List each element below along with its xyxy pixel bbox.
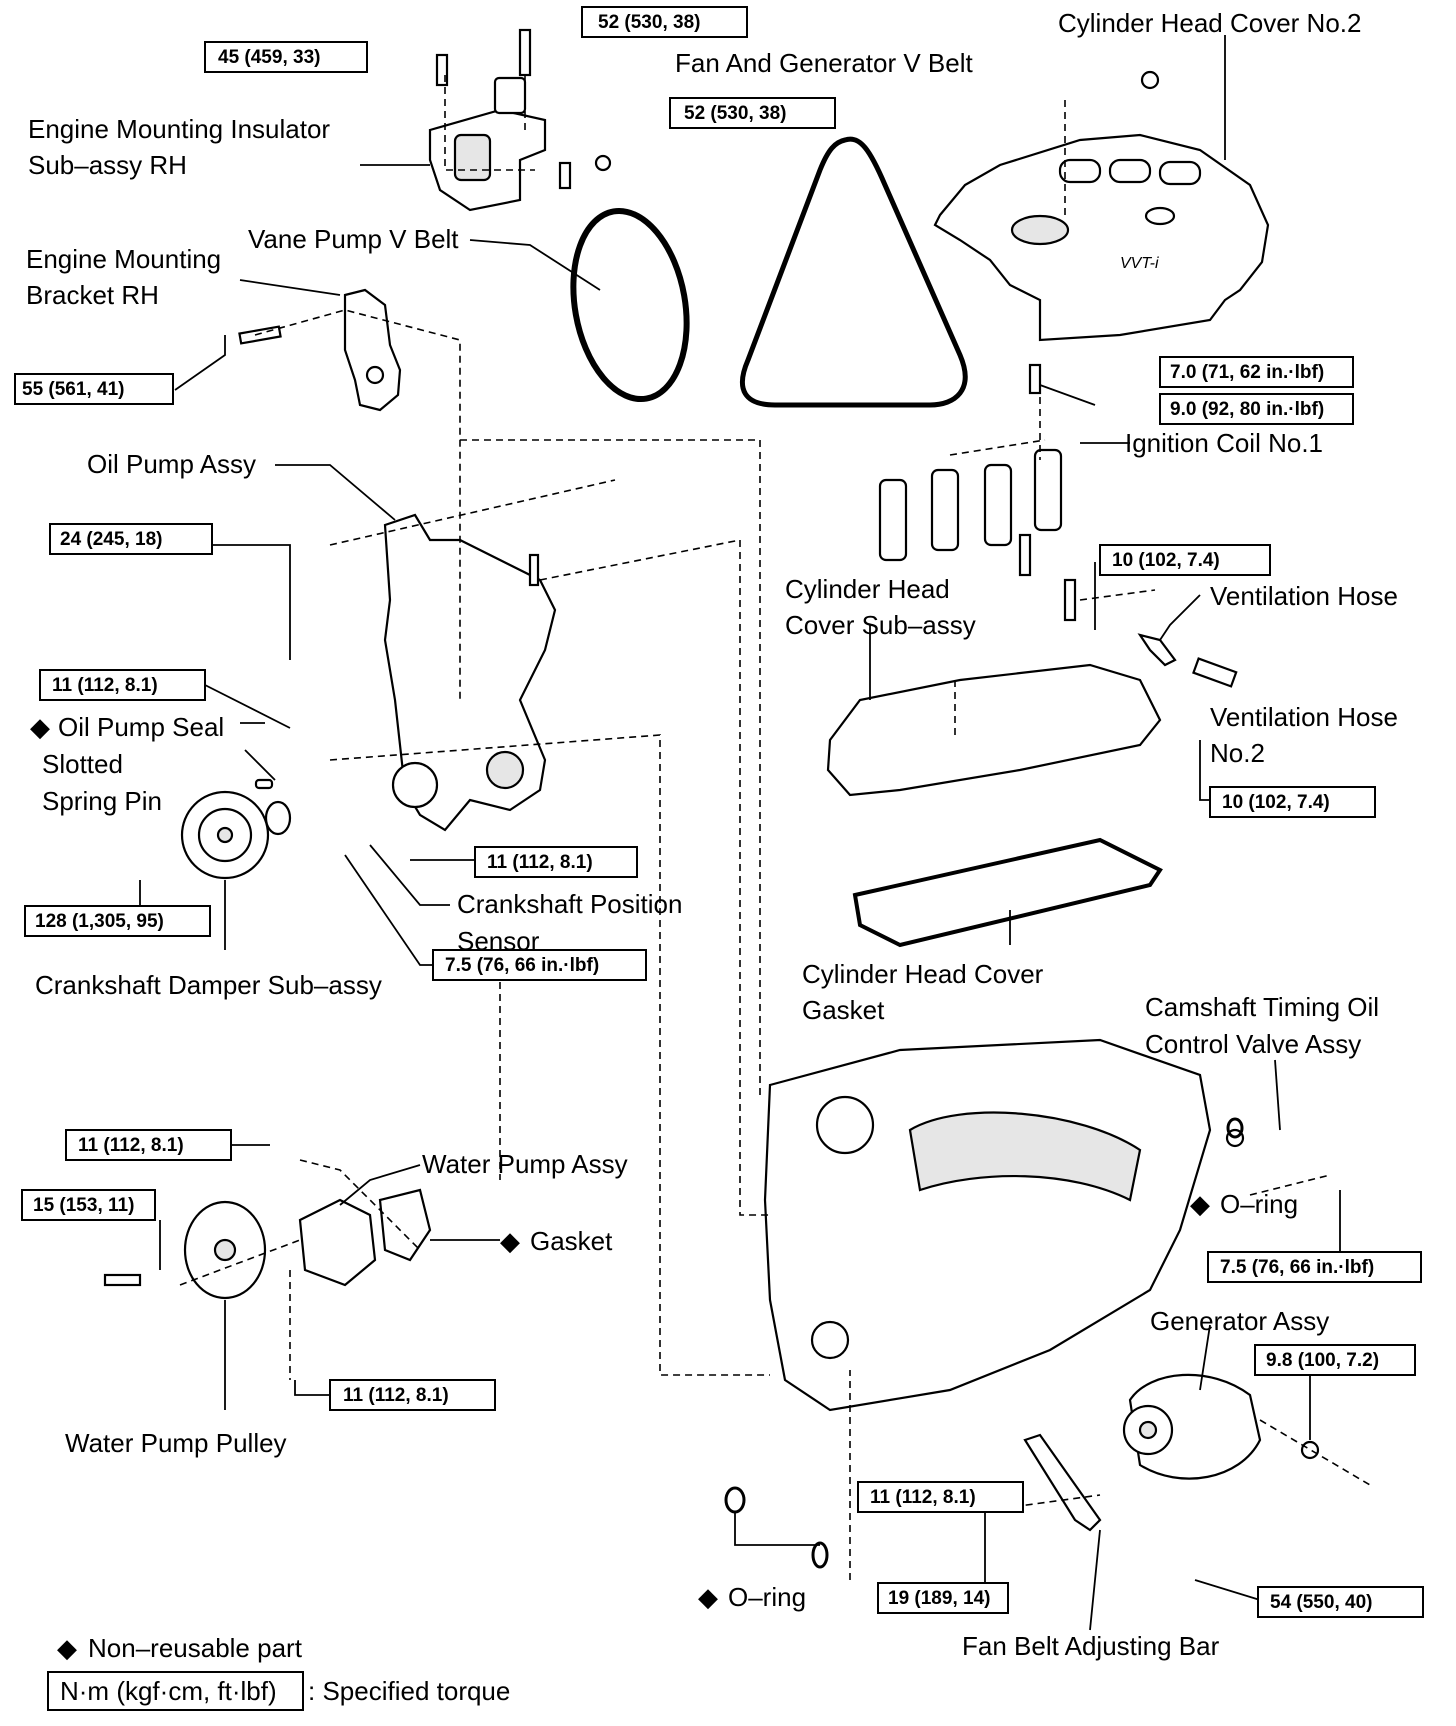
label-cylinder-head-cover-sub-1: Cylinder Head xyxy=(785,574,950,604)
vane-pump-belt-drawing xyxy=(570,207,690,403)
label-cam-timing-valve-1: Camshaft Timing Oil xyxy=(1145,992,1379,1022)
torque-label: 24 (245, 18) xyxy=(60,529,162,550)
label-cylinder-head-cover-gasket-2: Gasket xyxy=(802,995,885,1025)
torque-label: 11 (112, 8.1) xyxy=(52,675,158,696)
engine-mounting-insulator-drawing xyxy=(428,28,612,212)
label-cylinder-head-cover-gasket-1: Cylinder Head Cover xyxy=(802,959,1044,989)
torque-label: 9.0 (92, 80 in.·lbf) xyxy=(1170,399,1324,420)
label-ignition-coil: Ignition Coil No.1 xyxy=(1125,428,1323,458)
diamond-icon: ◆ xyxy=(500,1226,520,1256)
legend: ◆ Non–reusable part N·m (kgf·cm, ft·lbf)… xyxy=(47,1633,510,1711)
label-generator-assy: Generator Assy xyxy=(1150,1306,1329,1336)
label-oil-pump-seal: Oil Pump Seal xyxy=(58,712,224,742)
label-slotted-pin-2: Spring Pin xyxy=(42,786,162,816)
legend-unit-box: N·m (kgf·cm, ft·lbf) xyxy=(60,1676,277,1706)
torque-label: 128 (1,305, 95) xyxy=(35,911,164,932)
label-ventilation-hose-no2-2: No.2 xyxy=(1210,738,1265,768)
torque-label: 11 (112, 8.1) xyxy=(78,1135,184,1156)
torque-label: 7.5 (76, 66 in.·lbf) xyxy=(445,955,599,976)
label-oil-pump-assy: Oil Pump Assy xyxy=(87,449,256,479)
torque-label: 52 (530, 38) xyxy=(598,12,700,33)
label-engine-mounting-insulator-2: Sub–assy RH xyxy=(28,150,187,180)
torque-label: 19 (189, 14) xyxy=(888,1588,990,1609)
label-crank-position-sensor-1: Crankshaft Position xyxy=(457,889,682,919)
label-fan-belt-adjusting-bar: Fan Belt Adjusting Bar xyxy=(962,1631,1220,1661)
legend-specified-torque: : Specified torque xyxy=(308,1676,510,1706)
label-slotted-pin-1: Slotted xyxy=(42,749,123,779)
water-pump-drawing xyxy=(103,1188,432,1300)
torque-label: 55 (561, 41) xyxy=(22,379,124,400)
label-oring-right: O–ring xyxy=(1220,1189,1298,1219)
label-vane-pump-belt: Vane Pump V Belt xyxy=(248,224,459,254)
diamond-icon: ◆ xyxy=(57,1633,77,1663)
label-engine-mounting-insulator-1: Engine Mounting Insulator xyxy=(28,114,330,144)
torque-label: 45 (459, 33) xyxy=(218,47,320,68)
label-cylinder-head-cover-no2: Cylinder Head Cover No.2 xyxy=(1058,8,1361,38)
torque-label: 10 (102, 7.4) xyxy=(1222,792,1330,813)
torque-label: 7.5 (76, 66 in.·lbf) xyxy=(1220,1257,1374,1278)
cylinder-head-cover-gasket-drawing xyxy=(852,837,1163,948)
diamond-icon: ◆ xyxy=(30,712,50,742)
diamond-icon: ◆ xyxy=(1190,1189,1210,1219)
torque-label: 11 (112, 8.1) xyxy=(870,1487,976,1508)
part-labels: Cylinder Head Cover No.2 Fan And Generat… xyxy=(26,8,1398,1661)
label-ventilation-hose: Ventilation Hose xyxy=(1210,581,1398,611)
generator-drawing xyxy=(1023,1373,1320,1532)
cylinder-head-cover-sub-drawing xyxy=(826,533,1238,797)
label-cam-timing-valve-2: Control Valve Assy xyxy=(1145,1029,1361,1059)
oring-lower-2 xyxy=(811,1541,829,1569)
cylinder-head-cover-no2-drawing: VVT-i xyxy=(933,70,1270,342)
label-engine-mounting-bracket-1: Engine Mounting xyxy=(26,244,221,274)
oring-lower-1 xyxy=(724,1486,746,1514)
torque-label: 7.0 (71, 62 in.·lbf) xyxy=(1170,362,1324,383)
label-gasket: Gasket xyxy=(530,1226,613,1256)
label-ventilation-hose-no2-1: Ventilation Hose xyxy=(1210,702,1398,732)
torque-label: 9.8 (100, 7.2) xyxy=(1266,1350,1379,1371)
torque-label: 15 (153, 11) xyxy=(33,1195,134,1216)
label-water-pump-pulley: Water Pump Pulley xyxy=(65,1428,287,1458)
oil-pump-cover-drawing xyxy=(383,513,557,832)
torque-label: 11 (112, 8.1) xyxy=(487,852,593,873)
leader-lines xyxy=(139,35,1341,1631)
cylinder-block-drawing xyxy=(763,1038,1245,1412)
diamond-icon: ◆ xyxy=(698,1582,718,1612)
engine-mounting-bracket-drawing xyxy=(238,288,402,412)
label-water-pump-assy: Water Pump Assy xyxy=(422,1149,628,1179)
label-oring-bottom: O–ring xyxy=(728,1582,806,1612)
label-crank-position-sensor-2: Sensor xyxy=(457,926,540,956)
torque-label: 10 (102, 7.4) xyxy=(1112,550,1220,571)
oring-valve xyxy=(1226,1117,1244,1139)
torque-label: 54 (550, 40) xyxy=(1270,1592,1372,1613)
fan-generator-belt-drawing xyxy=(740,136,968,408)
torque-label: 11 (112, 8.1) xyxy=(343,1385,449,1406)
alignment-lines xyxy=(179,75,1371,1580)
ignition-coils-drawing xyxy=(878,363,1063,562)
vvti-mark: VVT-i xyxy=(1120,255,1159,272)
legend-non-reusable: Non–reusable part xyxy=(88,1633,303,1663)
label-crankshaft-damper: Crankshaft Damper Sub–assy xyxy=(35,970,382,1000)
torque-spec-group: 52 (530, 38) 45 (459, 33) 52 (530, 38) 5… xyxy=(14,6,1424,1618)
crankshaft-damper-drawing xyxy=(180,778,292,880)
label-cylinder-head-cover-sub-2: Cover Sub–assy xyxy=(785,610,976,640)
label-engine-mounting-bracket-2: Bracket RH xyxy=(26,280,159,310)
label-fan-generator-belt: Fan And Generator V Belt xyxy=(675,48,974,78)
torque-label: 52 (530, 38) xyxy=(684,103,786,124)
